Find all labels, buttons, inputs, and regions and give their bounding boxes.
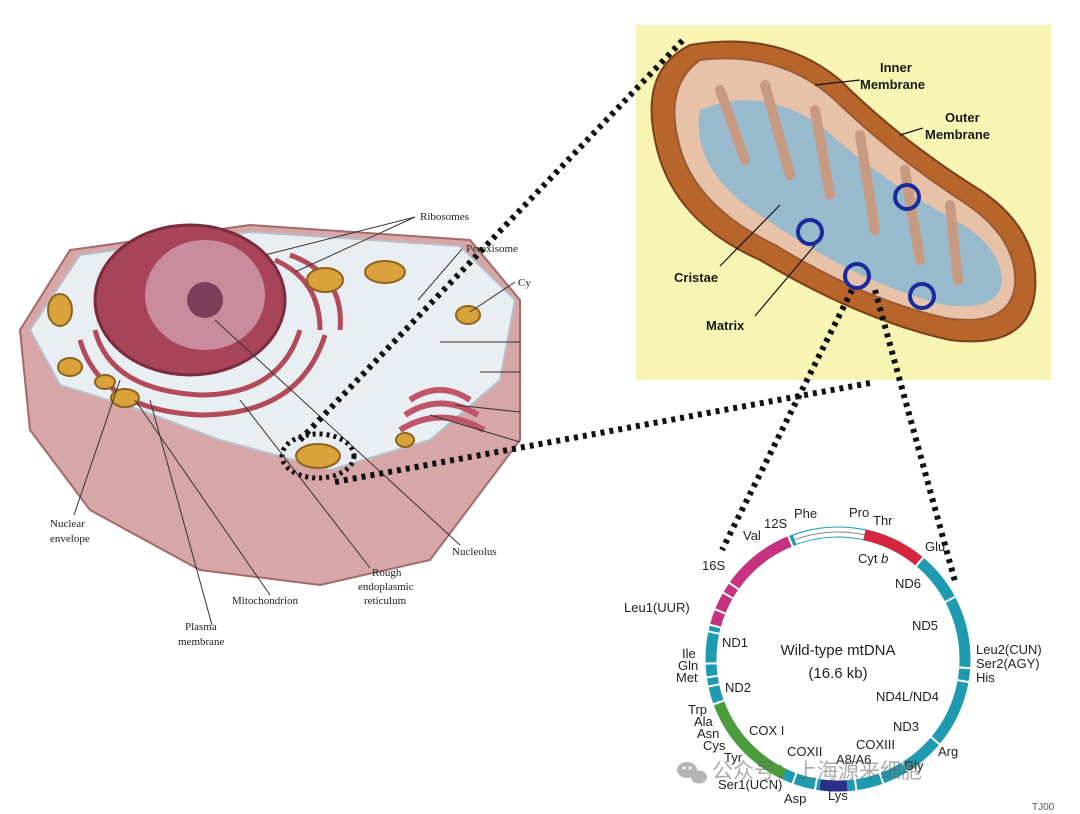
trna-tick (853, 778, 858, 791)
label-pro: Pro (849, 505, 869, 520)
label-ser2: Ser2(AGY) (976, 656, 1040, 671)
label-16s: 16S (702, 558, 725, 573)
label-mitochondrion: Mitochondrion (232, 595, 298, 607)
label-trp: Trp (688, 702, 707, 717)
label-met: Met (676, 670, 698, 685)
label-asp: Asp (784, 791, 806, 806)
label-ser1: Ser1(UCN) (718, 777, 782, 792)
label-asn: Asn (697, 726, 719, 741)
label-his: His (976, 670, 995, 685)
trna-tick (714, 608, 727, 615)
label-nd6: ND6 (895, 576, 921, 591)
golgi-apparatus (398, 387, 486, 433)
label-ribosomes: Ribosomes (420, 211, 469, 223)
small-mitochondria (47, 260, 481, 469)
trna-tick (709, 623, 722, 629)
trna-tick (958, 666, 971, 670)
trna-tick (915, 556, 925, 567)
cox-arc (713, 700, 787, 780)
label-cytoplasm: Cy (518, 277, 531, 289)
trna-tick (722, 591, 734, 600)
label-nd1: ND1 (722, 635, 748, 650)
wechat-icon (677, 762, 707, 784)
label-matrix: Matrix (706, 318, 745, 333)
label-phe: Phe (794, 506, 817, 521)
label-plasma-membrane: Plasma membrane (178, 621, 225, 648)
mitochondrion-panel: Inner Membrane Outer Membrane Cristae Ma… (636, 25, 1051, 380)
trna-tick (901, 761, 910, 773)
watermark-text: 公众号：上海源来细胞 (712, 759, 922, 783)
label-nd3: ND3 (893, 719, 919, 734)
label-gln: Gln (678, 658, 698, 673)
label-ala: Ala (694, 714, 714, 729)
label-val: Val (743, 528, 761, 543)
label-arg: Arg (938, 744, 958, 759)
trna-tick (707, 683, 720, 688)
label-nuclear-envelope: Nuclear envelope (50, 518, 90, 545)
trna-tick (787, 535, 794, 548)
label-ile: Ile (682, 646, 696, 661)
trna-tick (813, 778, 818, 791)
label-nd4l-nd4: ND4L/ND4 (876, 689, 939, 704)
trna-tick (706, 674, 719, 679)
label-lys: Lys (828, 788, 848, 803)
label-gly: Gly (904, 758, 924, 773)
corner-mark: TJ00 (1032, 802, 1055, 813)
trna-ticks (705, 535, 971, 791)
control-region-outline (794, 531, 865, 541)
label-peroxisome: Peroxisome (466, 243, 518, 255)
cytb-arc (863, 529, 924, 566)
label-thr: Thr (873, 513, 893, 528)
label-cristae: Cristae (674, 270, 718, 285)
trna-tick (712, 699, 725, 706)
label-cox2: COXII (787, 744, 822, 759)
trna-tick (728, 581, 740, 591)
label-cox3: COXIII (856, 737, 895, 752)
trna-tick (878, 772, 885, 785)
label-12s: 12S (764, 516, 787, 531)
label-leu2: Leu2(CUN) (976, 642, 1042, 657)
matrix-shape (698, 100, 1002, 307)
watermark: 公众号：上海源来细胞 (677, 759, 922, 784)
label-inner-membrane: Inner Membrane (860, 60, 925, 92)
label-cox1: COX I (749, 723, 784, 738)
trna-tick (791, 772, 798, 785)
mtdna-title: Wild-type mtDNA (780, 642, 895, 659)
cell-leader-lines (73, 216, 521, 626)
label-cys: Cys (703, 738, 726, 753)
label-leu1: Leu1(UUR) (624, 600, 690, 615)
cristae-folds (715, 80, 963, 285)
animal-cell-illustration: Ribosomes Peroxisome Cy Nuclear envelope… (18, 211, 531, 648)
label-nd2: ND2 (725, 680, 751, 695)
trna-tick (707, 630, 720, 635)
mtdna-size: (16.6 kb) (808, 665, 867, 682)
rrna-arc (709, 536, 793, 628)
trna-tick (957, 679, 970, 684)
mito-leader-lines (719, 79, 924, 317)
atp-arc (819, 779, 848, 792)
trna-tick (930, 736, 941, 746)
dotted-connectors (297, 37, 959, 586)
mtdna-rings (796, 183, 936, 310)
nucleolus (187, 282, 223, 318)
label-a8a6: A8/A6 (836, 752, 871, 767)
highlighted-mitochondrion (279, 431, 357, 481)
label-rough-er: Rough endoplasmic reticulum (358, 567, 416, 607)
label-glu: Glu (925, 539, 945, 554)
label-outer-membrane: Outer Membrane (925, 110, 990, 142)
label-tyr: Tyr (724, 750, 743, 765)
label-cytb: Cyt b (858, 551, 888, 566)
label-nd5: ND5 (912, 618, 938, 633)
label-nucleolus: Nucleolus (452, 546, 497, 558)
mtdna-map: Wild-type mtDNA (16.6 kb) Phe 12S Val 16… (624, 505, 1042, 806)
trna-tick (944, 595, 956, 604)
